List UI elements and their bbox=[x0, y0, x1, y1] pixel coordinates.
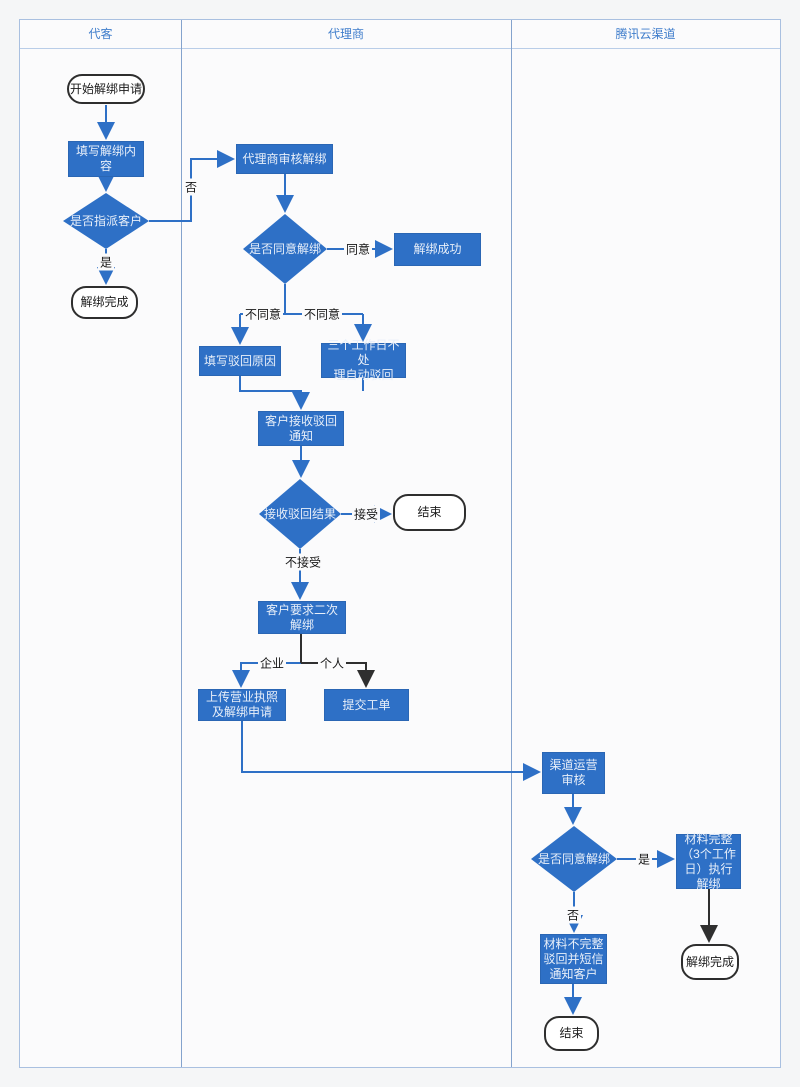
lane-title-daike: 代客 bbox=[88, 27, 113, 41]
edge-label-yes-2: 是 bbox=[635, 850, 653, 868]
edge-label-disagree-left: 不同意 bbox=[242, 305, 284, 323]
node-start: 开始解绑申请 bbox=[67, 74, 145, 104]
edge-label-enterprise: 企业 bbox=[257, 654, 287, 672]
node-auto-reject-3-workdays: 三个工作日不处 理自动驳回 bbox=[321, 338, 406, 382]
lane-divider-2 bbox=[511, 20, 512, 1067]
node-unbind-complete-2: 解绑完成 bbox=[681, 944, 739, 980]
node-material-complete-execute: 材料完整 （3个工作 日）执行 解绑 bbox=[676, 832, 741, 891]
edge-upload-to-channel bbox=[241, 721, 541, 781]
edge-label-no-2: 否 bbox=[564, 906, 582, 924]
node-submit-ticket: 提交工单 bbox=[324, 689, 409, 721]
edge-merge-to-notice bbox=[239, 376, 310, 410]
lane-title-agent: 代理商 bbox=[327, 27, 364, 41]
edge-label-personal: 个人 bbox=[317, 654, 347, 672]
node-material-incomplete-reject: 材料不完整 驳回并短信 通知客户 bbox=[540, 934, 607, 984]
node-end-2: 结束 bbox=[544, 1016, 599, 1051]
node-fill-unbind-content: 填写解绑内 容 bbox=[68, 141, 144, 177]
lane-header-divider bbox=[20, 48, 780, 49]
node-customer-receive-reject-notice: 客户接收驳回 通知 bbox=[258, 411, 344, 446]
node-unbind-success: 解绑成功 bbox=[394, 233, 481, 266]
node-agent-review-unbind: 代理商审核解绑 bbox=[236, 144, 333, 174]
lane-title-tencent-channel: 腾讯云渠道 bbox=[615, 27, 676, 41]
node-upload-business-license: 上传营业执照 及解绑申请 bbox=[198, 689, 286, 721]
node-unbind-complete-1: 解绑完成 bbox=[71, 286, 138, 319]
node-end-1: 结束 bbox=[393, 494, 466, 531]
flowchart-canvas: 代客 代理商 腾讯云渠道 bbox=[19, 19, 781, 1068]
connector-layer bbox=[97, 105, 718, 1015]
edge-label-accept: 接受 bbox=[351, 505, 381, 523]
edge-label-not-accept: 不接受 bbox=[282, 553, 324, 571]
edge-label-no-1: 否 bbox=[182, 178, 200, 196]
edges-black bbox=[300, 634, 718, 943]
edge-label-yes-1: 是 bbox=[97, 253, 115, 271]
edge-label-disagree-right: 不同意 bbox=[301, 305, 343, 323]
node-customer-second-unbind: 客户要求二次 解绑 bbox=[258, 601, 346, 634]
lane-divider-1 bbox=[181, 20, 182, 1067]
node-channel-ops-review: 渠道运营 审核 bbox=[542, 752, 605, 794]
edge-label-agree: 同意 bbox=[343, 240, 373, 258]
node-fill-reject-reason: 填写驳回原因 bbox=[199, 346, 281, 376]
